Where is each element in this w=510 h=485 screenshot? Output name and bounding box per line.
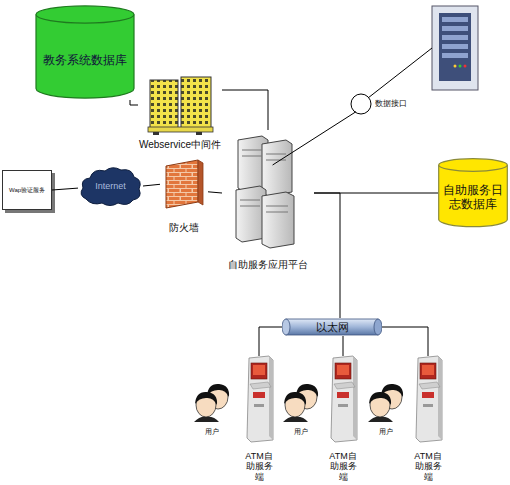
connector-line [343,336,344,356]
middleware-icon [150,80,178,128]
server-cluster [236,136,294,248]
cylinder-outline [36,15,134,99]
node-label: 防火墙 [169,222,199,234]
rack-server [442,35,468,40]
interface-node: 数据接口 [350,93,410,115]
node-label: 用户 [205,428,219,436]
middleware-icon [196,132,202,135]
service-box: Wap验证服务 [2,170,52,210]
middleware-icon [148,77,213,135]
node-label: 自助服务应用平台 [228,259,308,271]
node-label: 以太网 [316,321,349,334]
wire [368,48,432,98]
atm-kiosk [247,356,273,442]
tube-outline [282,319,290,335]
user-figure [283,384,318,422]
node-label: 自助服务日志数据库 [442,184,504,212]
rack-server [454,65,457,68]
user-node: 用户 [279,380,323,436]
connector-line [208,192,222,193]
middleware-icon [153,132,159,135]
tube-outline [374,319,382,335]
server-cluster [262,192,294,248]
node-label: ATM自助服务端 [329,451,357,482]
node-label: 数据接口 [375,99,407,108]
tube-outline [286,319,378,335]
atm-kiosk [416,356,442,442]
cylinder-outline [35,5,135,100]
firewall-icon [166,160,198,208]
connector-line [314,193,340,318]
cylinder-outline [439,165,508,227]
rack-server [442,53,468,58]
firewall-node: 防火墙 [160,158,208,233]
cylinder-outline [439,159,508,172]
connector-line [222,90,268,130]
connector-line [130,100,138,105]
node-label: Webservice中间件 [139,139,221,151]
server-cluster [240,150,288,212]
database-cylinder: 教务系统数据库 [35,5,135,100]
user-node: 用户 [364,380,408,436]
node-label: ATM自助服务端 [414,451,442,482]
cloud-outline [81,168,140,206]
node-label: Internet [95,181,126,191]
connector-line [143,184,160,186]
connector-line [382,327,428,356]
node-label: 教务系统数据库 [43,54,127,68]
database-cylinder: 自助服务日志数据库 [438,158,508,228]
user-node: 用户 [190,380,234,436]
node-label: 用户 [294,428,308,436]
kiosk-node: ATM自助服务端 [412,356,444,482]
connector-line [314,193,438,194]
node-label: Wap验证服务 [9,187,45,194]
server-cluster [262,140,292,196]
rack-server [439,13,471,81]
connector-line [273,112,356,165]
cylinder-outline [36,6,134,23]
node-label: 用户 [379,428,393,436]
connector-line [259,327,282,356]
ethernet-bus: 以太网 [282,318,382,336]
rack-server [442,26,468,31]
middleware-node: Webservice中间件 [138,75,222,150]
user-figure [194,384,229,422]
rack-server [442,44,468,49]
firewall-icon [198,160,203,205]
rack-server [432,6,478,90]
rack-server [432,6,478,90]
kiosk-node: ATM自助服务端 [327,356,359,482]
middleware-icon [148,127,213,132]
middleware-icon [181,77,211,128]
rack-server [464,65,467,68]
connector-line [52,188,78,190]
platform-node: 自助服务应用平台 [222,130,314,270]
node-label: ATM自助服务端 [245,451,273,482]
atm-kiosk [331,356,357,442]
firewall-icon [166,160,203,208]
rack-server [459,65,462,68]
kiosk-node: ATM自助服务端 [243,356,275,482]
internet-cloud: Internet [78,165,143,207]
interface-circle [351,94,371,114]
rack-server [442,17,468,22]
user-figure [368,384,403,422]
